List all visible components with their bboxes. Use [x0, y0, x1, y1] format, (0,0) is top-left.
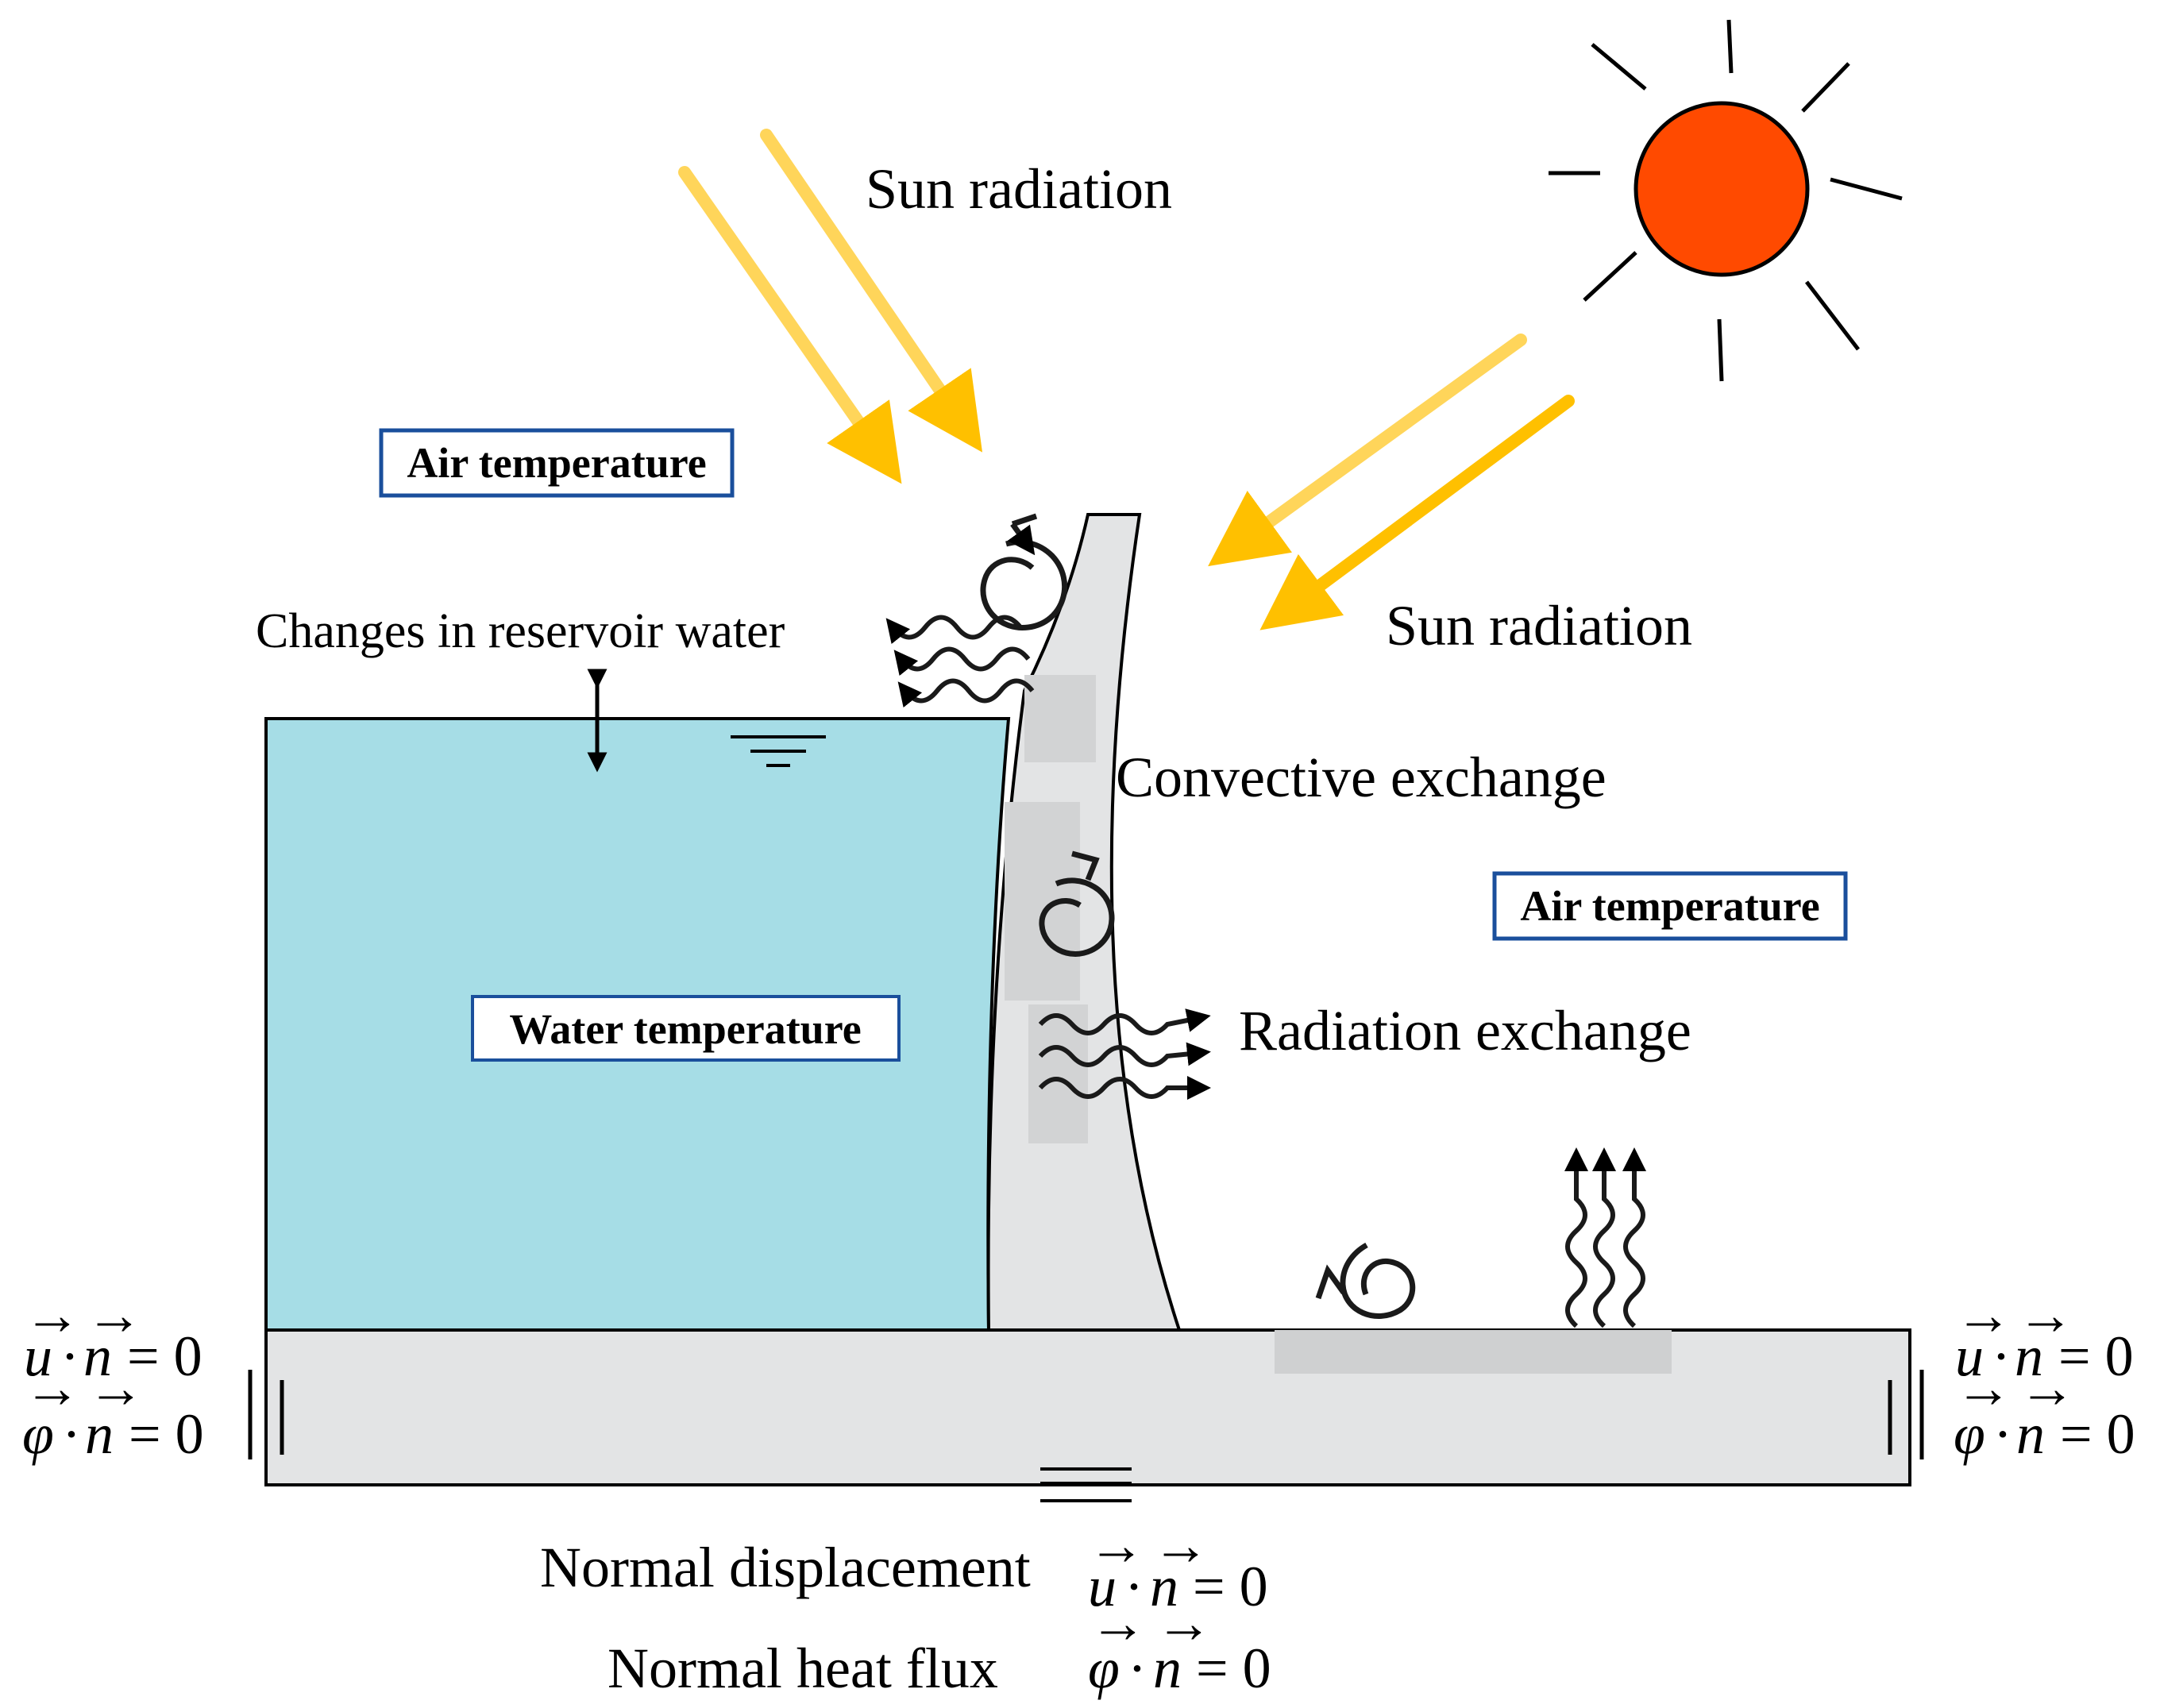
math-eq-zero: = 0 — [129, 1402, 204, 1466]
math-u: u — [24, 1324, 52, 1388]
sun-icon — [1549, 19, 1903, 382]
vector-arrow: → — [1955, 1283, 2012, 1347]
roller-support-icon — [248, 1370, 1924, 1459]
math-phi: φ — [1954, 1402, 1985, 1466]
radiation-wave-icon — [885, 615, 1035, 708]
math-dot: · — [1993, 1402, 2012, 1466]
left-boundary-equations: u → · n → = 0 φ → · n → = 0 — [22, 1283, 204, 1466]
radiation-wave-icon — [1038, 1008, 1211, 1100]
vector-arrow: → — [24, 1356, 81, 1420]
math-dot: · — [1124, 1555, 1144, 1618]
vector-arrow: → — [1955, 1356, 2012, 1420]
vector-arrow: → — [1152, 1513, 1209, 1577]
math-eq-zero: = 0 — [1193, 1555, 1268, 1618]
math-n: n — [1153, 1637, 1182, 1700]
math-dot: · — [60, 1324, 79, 1388]
vector-arrow: → — [1090, 1591, 1147, 1655]
air-temperature-box-right: Air temperature — [1492, 871, 1848, 941]
radiation-wave-icon — [1564, 1147, 1646, 1328]
math-u: u — [1955, 1324, 1984, 1388]
vector-arrow: → — [87, 1356, 145, 1420]
bottom-support-icon — [1040, 1467, 1132, 1502]
math-phi: φ — [22, 1402, 54, 1466]
convective-exchange-label: Convective exchange — [1116, 746, 1606, 809]
math-dot: · — [1992, 1324, 2011, 1388]
radiation-exchange-label: Radiation exchange — [1239, 999, 1691, 1062]
dam-patch — [1028, 1004, 1088, 1143]
math-n: n — [85, 1402, 114, 1466]
vector-arrow: → — [86, 1283, 143, 1347]
bottom-boundary-labels: Normal displacement u → · n → = 0 Normal… — [540, 1513, 1271, 1700]
sun-radiation-label-right: Sun radiation — [1386, 594, 1692, 657]
math-eq-zero: = 0 — [1196, 1637, 1271, 1700]
math-n: n — [83, 1324, 112, 1388]
math-n: n — [2016, 1402, 2045, 1466]
right-boundary-equations: u → · n → = 0 φ → · n → = 0 — [1954, 1283, 2135, 1466]
math-n: n — [1150, 1555, 1178, 1618]
air-temperature-label-right: Air temperature — [1520, 882, 1819, 930]
vector-arrow: → — [1155, 1591, 1213, 1655]
vector-arrow: → — [24, 1283, 81, 1347]
convection-swirl-icon — [1315, 1242, 1416, 1319]
vector-arrow: → — [2017, 1283, 2074, 1347]
water-temperature-box: Water temperature — [471, 995, 901, 1062]
normal-displacement-label: Normal displacement — [540, 1536, 1031, 1599]
math-eq-zero: = 0 — [127, 1324, 202, 1388]
math-n: n — [2015, 1324, 2043, 1388]
changes-reservoir-label: Changes in reservoir water — [256, 604, 785, 658]
normal-heat-flux-label: Normal heat flux — [608, 1637, 998, 1700]
convection-swirl-icon — [1039, 850, 1115, 957]
sun-ray-arrow-icon — [678, 129, 1575, 630]
math-dot: · — [62, 1402, 81, 1466]
sun-radiation-label-top: Sun radiation — [866, 157, 1172, 221]
convection-swirl-icon — [980, 513, 1068, 630]
math-eq-zero: = 0 — [2058, 1324, 2134, 1388]
math-u: u — [1088, 1555, 1117, 1618]
air-temperature-box-left: Air temperature — [379, 428, 735, 498]
math-phi: φ — [1088, 1637, 1120, 1700]
vector-arrow: → — [2019, 1356, 2076, 1420]
downstream-ground-strip — [1275, 1330, 1672, 1374]
dam-patch — [1024, 675, 1096, 762]
air-temperature-label-left: Air temperature — [407, 439, 706, 487]
math-eq-zero: = 0 — [2060, 1402, 2135, 1466]
math-dot: · — [1128, 1637, 1147, 1700]
water-level-icon — [731, 735, 826, 767]
water-temperature-label: Water temperature — [509, 1005, 861, 1053]
vector-arrow: → — [1088, 1513, 1145, 1577]
